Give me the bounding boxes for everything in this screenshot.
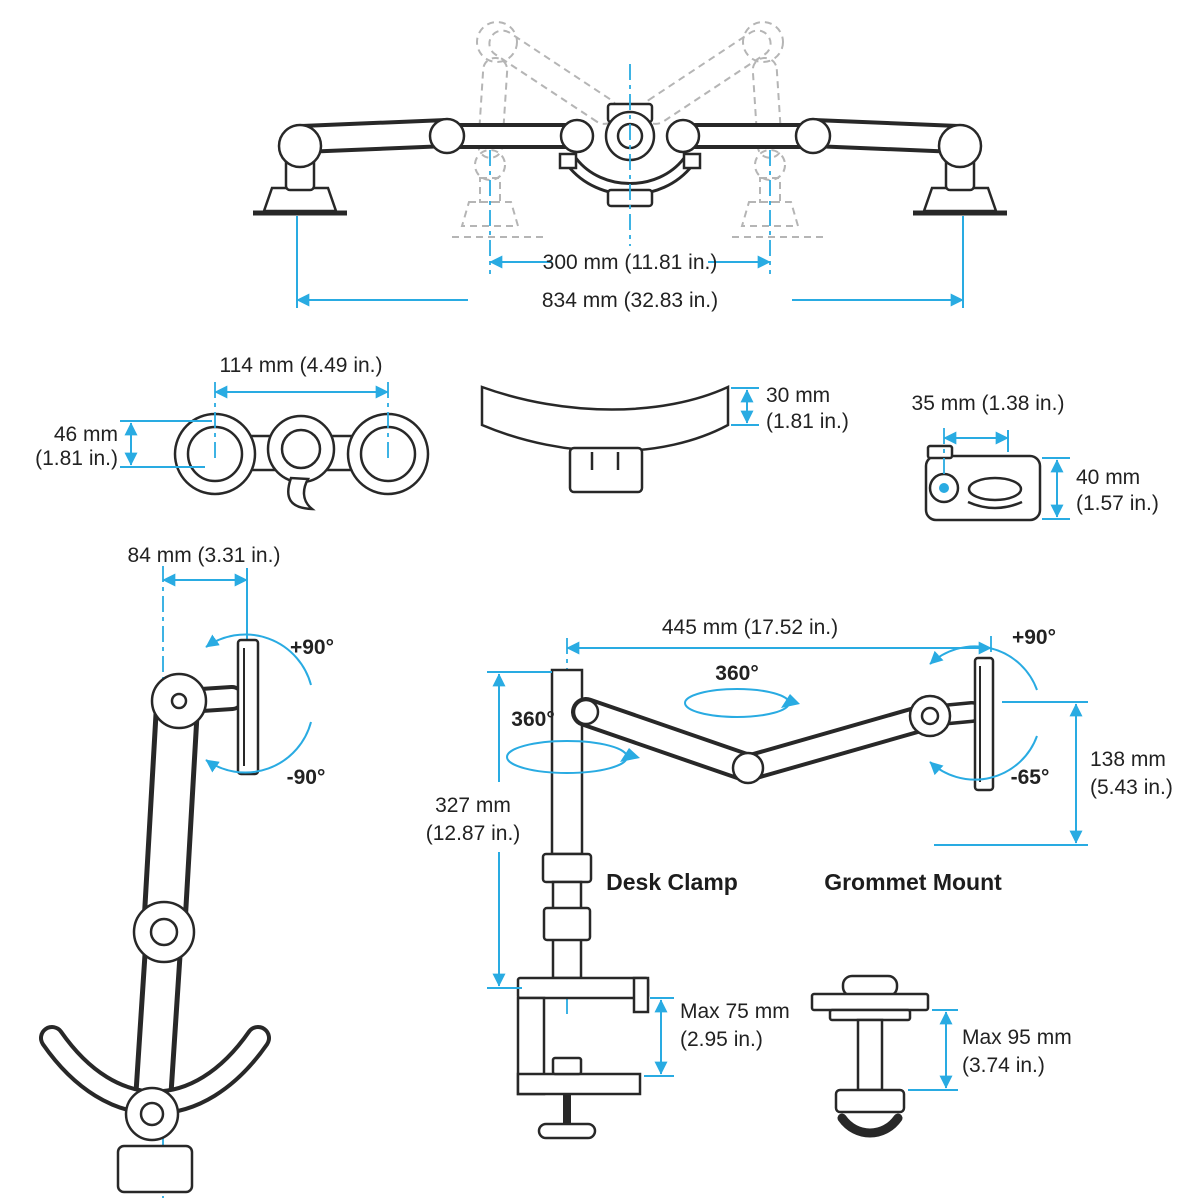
- arm-link-fill: [802, 122, 969, 150]
- ghost-link: [477, 56, 509, 159]
- tilt-down-label: -65°: [1011, 766, 1050, 789]
- pivot-oval: [967, 476, 1023, 502]
- shoulder-joint: [572, 698, 600, 726]
- dim-label-40mm-line1: 40 mm: [1076, 466, 1140, 489]
- desk-mount-view: 445 mm (17.52 in.) 360°: [426, 616, 1173, 1140]
- dim-label-40mm-line2: (1.57 in.): [1076, 492, 1159, 515]
- right-mount-foot: [922, 186, 998, 213]
- arm-link-b-fill: [738, 706, 940, 778]
- dim-label-327mm-line2: (12.87 in.): [426, 822, 521, 845]
- desk-clamp-label: Desk Clamp: [606, 869, 738, 895]
- dim-label-max75-line1: Max 75 mm: [680, 1000, 790, 1023]
- grommet-nut: [834, 1088, 906, 1114]
- tilt-up-arc: [929, 645, 1038, 691]
- arm-side-view: 84 mm (3.31 in.) +90° -90°: [39, 544, 334, 1198]
- ghost-joint: [742, 21, 784, 63]
- tilt-down-arc: [929, 735, 1038, 781]
- pole-block: [542, 906, 592, 942]
- grommet-rod: [856, 1018, 884, 1092]
- grommet-flange: [810, 992, 930, 1012]
- grommet-mount-label: Grommet Mount: [824, 869, 1002, 895]
- dim-label-138mm-line2: (5.43 in.): [1090, 776, 1173, 799]
- wrist-joint-inner: [920, 706, 940, 726]
- pivot-hole-center: [939, 483, 949, 493]
- ghost-link: [751, 56, 783, 159]
- dim-label-300mm: 300 mm (11.81 in.): [543, 251, 718, 274]
- clamp-handle: [537, 1122, 597, 1140]
- ghost-mount-head: [754, 149, 786, 181]
- base-block: [116, 1144, 194, 1194]
- arm-rotation-ellipse: [684, 688, 790, 718]
- dim-label-445mm: 445 mm (17.52 in.): [662, 616, 838, 639]
- bracket-foot-left: [558, 152, 578, 170]
- elbow-joint: [428, 117, 466, 155]
- pivot-oval-shadow: [967, 500, 1023, 510]
- clamp-pad: [551, 1056, 583, 1076]
- bracket-tab: [568, 446, 644, 494]
- center-hook: [286, 476, 316, 511]
- bracket-body: [480, 385, 730, 453]
- dim-label-46mm-line2: (1.81 in.): [35, 447, 118, 470]
- pole-rotation-label: 360°: [511, 708, 554, 731]
- ghost-mount-base: [740, 201, 800, 227]
- ghost-mount-head: [474, 149, 506, 181]
- top-joint-inner: [170, 692, 188, 710]
- extended-arm-drawing: [253, 102, 1007, 216]
- grommet-toggle: [837, 1113, 903, 1138]
- top-view-dimensions: 300 mm (11.81 in.) 834 mm (32.83 in.): [296, 64, 964, 312]
- tilt-up-label: +90°: [290, 636, 334, 659]
- dim-label-max95-line2: (3.74 in.): [962, 1054, 1045, 1077]
- left-mount-foot: [262, 186, 338, 213]
- dim-label-max75-line2: (2.95 in.): [680, 1028, 763, 1051]
- clamp-top-view: 114 mm (4.49 in.) 46 mm (1.81 in.): [35, 354, 430, 511]
- tilt-down-label: -90°: [287, 766, 326, 789]
- dim-label-max95-line1: Max 95 mm: [962, 1026, 1072, 1049]
- tilt-up-label: +90°: [1012, 626, 1056, 649]
- ghost-joint: [476, 21, 518, 63]
- pivot-part-view: 35 mm (1.38 in.) 40 mm (1.57 in.): [912, 392, 1159, 522]
- dim-label-834mm: 834 mm (32.83 in.): [542, 289, 718, 312]
- left-mount-head: [277, 123, 323, 169]
- tilt-up-arc: [205, 633, 312, 686]
- dim-label-30mm-line1: 30 mm: [766, 384, 830, 407]
- dim-label-35mm: 35 mm (1.38 in.): [912, 392, 1065, 415]
- elbow-joint: [794, 117, 832, 155]
- dim-label-138mm-line1: 138 mm: [1090, 748, 1166, 771]
- pole-rotation-arrowhead: [620, 748, 640, 762]
- tilt-down-arc: [205, 721, 312, 774]
- clamp-bottom-bar: [516, 1072, 642, 1096]
- dim-label-84mm: 84 mm (3.31 in.): [128, 544, 281, 567]
- clamp-top-plate: [516, 976, 650, 1000]
- ghost-mount-base: [460, 201, 520, 227]
- base-joint-inner: [139, 1101, 165, 1127]
- center-hub-inner: [280, 428, 322, 470]
- arm-rotation-label: 360°: [715, 662, 758, 685]
- right-mount-head: [937, 123, 983, 169]
- vesa-plate: [236, 638, 260, 776]
- inner-joint: [559, 118, 595, 154]
- curved-bracket-view: 30 mm (1.81 in.): [480, 384, 849, 494]
- upper-link-fill: [146, 688, 195, 950]
- elbow-joint: [731, 751, 765, 785]
- dim-label-327mm-line1: 327 mm: [435, 794, 511, 817]
- arm-rotation-arrowhead: [781, 694, 800, 708]
- bracket-foot-right: [682, 152, 702, 170]
- dim-label-46mm-line1: 46 mm: [54, 423, 118, 446]
- grommet-washer: [828, 1008, 912, 1022]
- inner-joint: [665, 118, 701, 154]
- arm-link-fill: [291, 122, 458, 150]
- mid-joint-inner: [149, 917, 179, 947]
- top-view-extended-arm: 300 mm (11.81 in.) 834 mm (32.83 in.): [253, 21, 1007, 312]
- dim-label-30mm-line2: (1.81 in.): [766, 410, 849, 433]
- arm-link-a-fill: [575, 701, 759, 779]
- pivot-tab: [926, 444, 954, 460]
- dim-label-114mm: 114 mm (4.49 in.): [219, 354, 382, 377]
- pole: [550, 668, 584, 856]
- vesa-plate: [973, 656, 995, 792]
- pole-collar: [541, 852, 593, 884]
- clamp-lip: [632, 976, 650, 1014]
